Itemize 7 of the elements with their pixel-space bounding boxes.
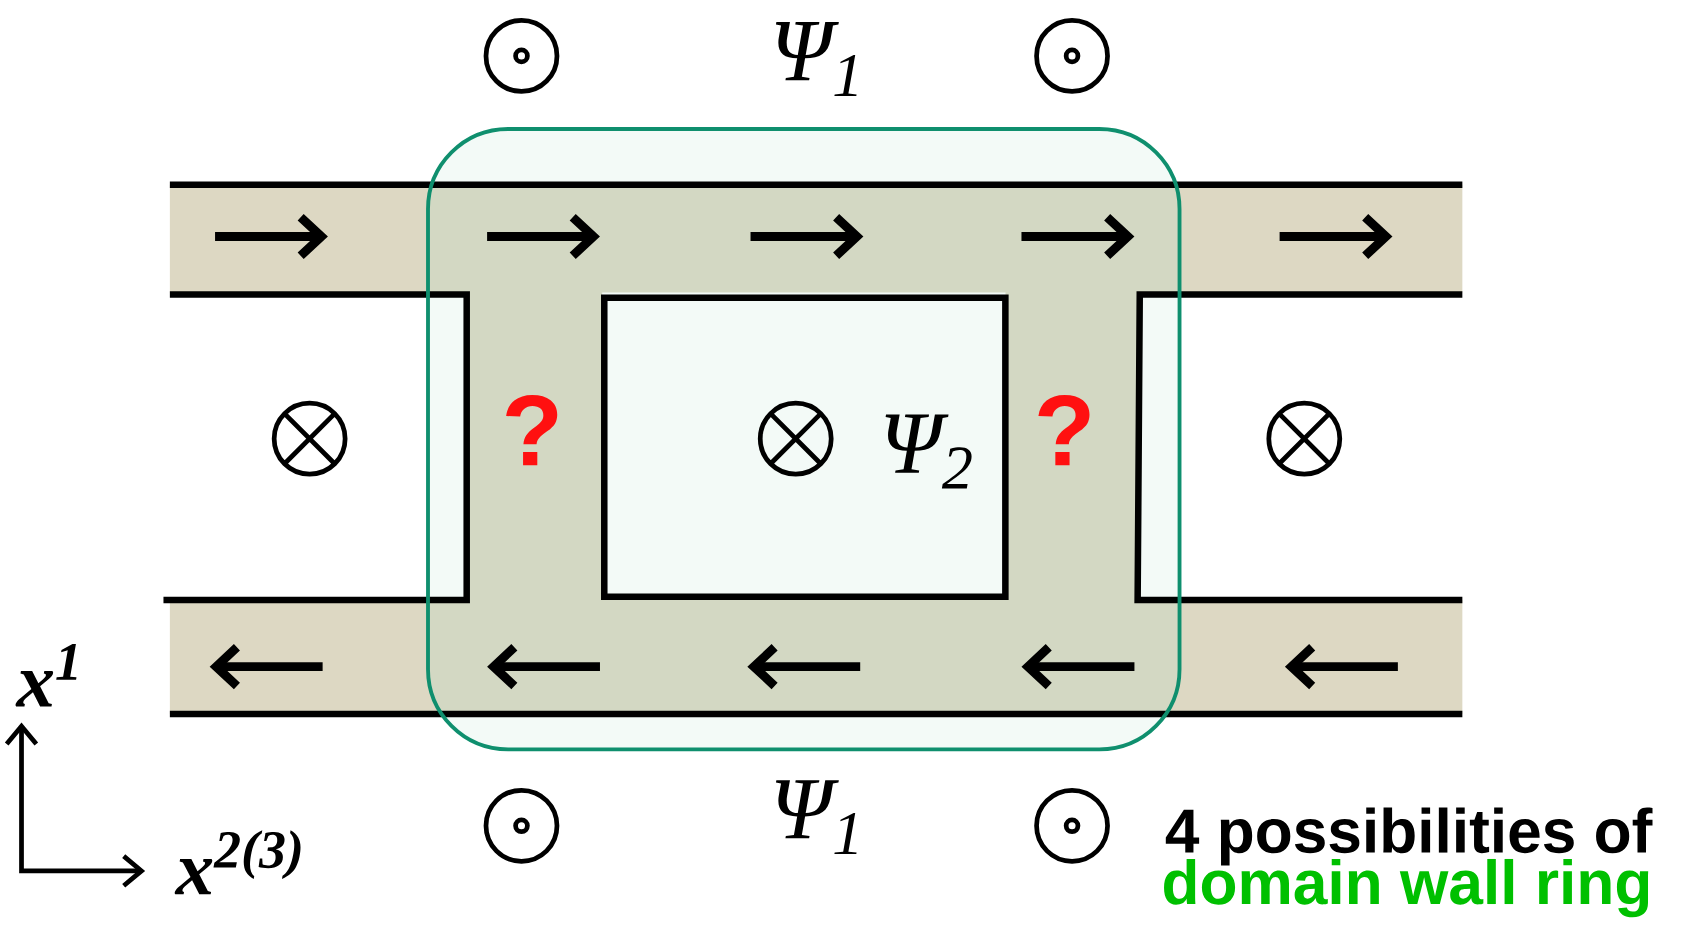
question-mark: ? [1038,395,1090,466]
greek-label: Ψ$_{1}$ [775,22,857,97]
axis-label: x$^{2(3)}$ [174,830,301,895]
greek-label: Ψ$_{1}$ [775,780,857,855]
question-mark: ? [506,395,558,466]
axis-label: x$^{1}$ [15,644,77,707]
greek-label: Ψ$_{2}$ [885,414,972,489]
